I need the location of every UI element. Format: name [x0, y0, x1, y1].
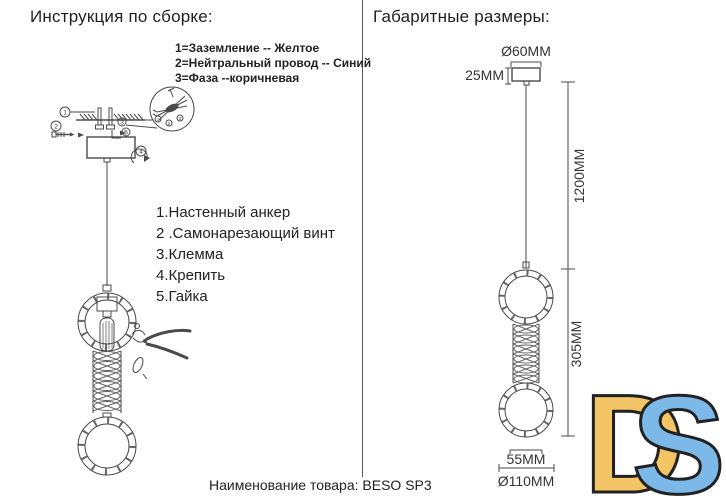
callout-1-anchor: 1: [59, 106, 95, 118]
dimensions-title: Габаритные размеры:: [373, 7, 550, 26]
cord-length-label: 1200MM: [571, 149, 587, 203]
dim-canopy-diameter: Ø60MM: [501, 43, 551, 67]
part-item-nut: 5.Гайка: [156, 288, 208, 305]
wire-label-2: 2: [168, 121, 171, 126]
canopy-drawing: [78, 130, 136, 286]
canopy-height-label: 25MM: [465, 67, 504, 83]
callout-4-fasten: 4: [130, 145, 150, 164]
brand-logo: D S: [586, 386, 726, 500]
product-name: Наименование товара: BESO SP3: [209, 477, 432, 493]
dimensions-diagram: Ø60MM 25MM 1200MM 305MM: [465, 43, 587, 489]
dim-body-diameter: Ø110MM: [498, 464, 555, 489]
dim-cord-length: 1200MM: [561, 81, 587, 270]
wiring-note-ground: 1=Заземление -- Желтое: [175, 41, 320, 55]
wire-label-1: 1: [157, 117, 160, 122]
magnifier-detail: 1 2 3: [125, 86, 195, 132]
canopy-outline: [511, 67, 541, 268]
parts-list: 1.Настенный анкер 2 .Самонарезающий винт…: [156, 202, 335, 307]
pliers-icon: [131, 328, 192, 380]
logo-letter-d: D: [586, 386, 685, 500]
callout-3-label: 3: [120, 120, 124, 127]
callout-1-label: 1: [63, 110, 67, 117]
part-item-anchor: 1.Настенный анкер: [156, 204, 291, 221]
dim-body-height: 305MM: [561, 269, 584, 437]
lamp-drawing: [77, 284, 140, 476]
assembly-diagram: 1 2 3 5 4: [50, 86, 195, 476]
logo-letter-s: S: [632, 386, 725, 500]
ds-logo-icon: D S: [586, 386, 726, 500]
lamp-outline: [498, 261, 554, 438]
wiring-note-phase: 3=Фаза --коричневая: [175, 71, 300, 85]
callout-2-screw: 2: [50, 120, 75, 138]
callout-2-label: 2: [54, 124, 58, 131]
callout-3-terminal: 3: [117, 117, 127, 127]
dim-ring-width: 55MM: [507, 449, 546, 467]
part-item-fasten: 4.Крепить: [156, 267, 226, 284]
part-item-screw: 2 .Самонарезающий винт: [156, 225, 335, 242]
arrow-left-icon: [78, 132, 84, 138]
part-item-clamp: 3.Клемма: [156, 246, 224, 263]
arrow-right-icon: [120, 130, 126, 136]
wiring-notes: 1=Заземление -- Желтое 2=Нейтральный про…: [175, 41, 371, 86]
callout-5-label: 5: [124, 130, 128, 137]
assembly-instructions-title: Инструкция по сборке:: [30, 7, 213, 26]
wire-label-3: 3: [179, 116, 182, 121]
dim-canopy-height: 25MM: [465, 67, 511, 85]
panel-divider: [362, 0, 363, 477]
body-diameter-label: Ø110MM: [498, 473, 555, 489]
body-height-label: 305MM: [568, 321, 584, 368]
ring-width-label: 55MM: [507, 451, 546, 467]
canopy-diameter-label: Ø60MM: [501, 43, 551, 59]
wiring-note-neutral: 2=Нейтральный провод -- Синий: [175, 56, 372, 70]
callout-4-label: 4: [139, 149, 143, 156]
